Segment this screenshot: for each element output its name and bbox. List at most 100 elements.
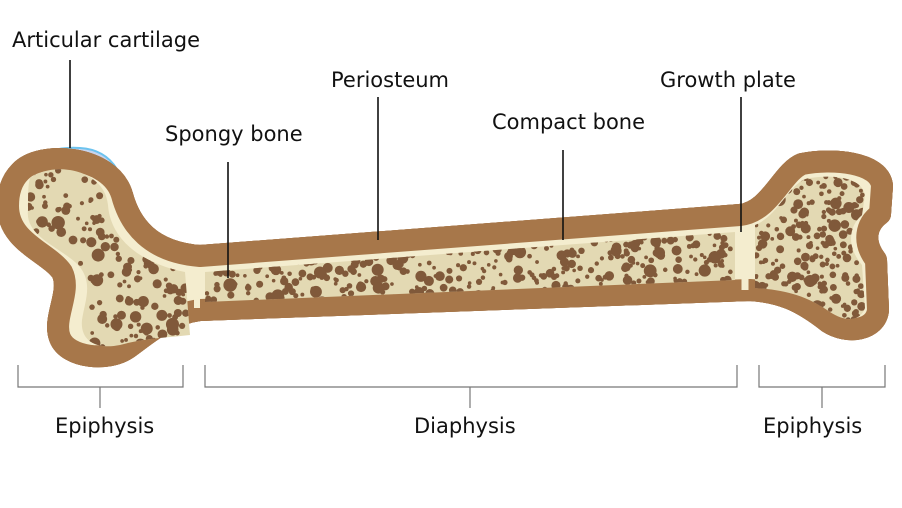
spongy-dot — [446, 267, 453, 274]
spongy-dot — [842, 312, 847, 318]
spongy-dot — [34, 280, 39, 285]
spongy-dot — [856, 288, 860, 293]
spongy-dot — [105, 323, 110, 328]
spongy-dot — [824, 261, 829, 266]
spongy-dot — [84, 221, 89, 226]
spongy-dot — [227, 291, 235, 299]
spongy-dot — [544, 245, 549, 251]
spongy-dot — [599, 256, 605, 261]
spongy-dot — [399, 267, 408, 276]
spongy-dot — [805, 179, 813, 187]
spongy-dot — [770, 312, 778, 320]
spongy-dot — [168, 284, 179, 294]
spongy-dot — [819, 274, 824, 279]
spongy-dot — [238, 232, 243, 235]
spongy-dot — [459, 264, 467, 272]
spongy-dot — [92, 221, 96, 225]
spongy-dot — [828, 219, 841, 232]
spongy-dot — [540, 272, 548, 280]
spongy-dot — [427, 280, 433, 286]
spongy-dot — [820, 285, 828, 294]
spongy-dot — [833, 246, 838, 251]
spongy-dot — [845, 281, 851, 286]
spongy-dot — [310, 286, 316, 292]
spongy-dot — [181, 169, 190, 174]
spongy-dot — [359, 260, 367, 268]
spongy-dot — [607, 250, 613, 256]
spongy-dot — [467, 260, 471, 265]
spongy-dot — [563, 281, 568, 286]
spongy-dot — [147, 169, 154, 173]
spongy-dot — [320, 232, 325, 234]
spongy-dot — [234, 232, 245, 241]
spongy-dot — [80, 237, 87, 244]
spongy-dot — [466, 284, 472, 289]
spongy-dot — [364, 279, 369, 284]
spongy-dot — [774, 309, 780, 314]
spongy-dot — [799, 185, 804, 190]
spongy-dot — [755, 280, 758, 285]
spongy-dot — [620, 254, 625, 259]
spongy-dot — [300, 292, 305, 297]
spongy-dot — [81, 176, 89, 183]
spongy-dot — [666, 236, 675, 245]
spongy-dot — [815, 246, 820, 250]
spongy-dot — [163, 288, 169, 294]
spongy-dot — [215, 269, 223, 276]
spongy-dot — [48, 172, 54, 178]
spongy-dot — [467, 281, 472, 285]
spongy-dot — [158, 206, 165, 213]
spongy-dot — [792, 314, 799, 320]
spongy-dot — [87, 274, 95, 282]
spongy-dot — [39, 318, 44, 323]
spongy-dot — [28, 285, 35, 292]
spongy-dot — [97, 213, 102, 219]
spongy-dot — [140, 298, 145, 303]
spongy-dot — [96, 192, 104, 200]
spongy-dot — [648, 257, 655, 264]
spongy-dot — [839, 191, 845, 197]
spongy-dot — [850, 316, 857, 320]
spongy-dot — [835, 263, 840, 268]
spongy-dot — [826, 189, 832, 194]
spongy-dot — [122, 279, 127, 284]
spongy-dot — [148, 263, 159, 275]
spongy-dot — [513, 265, 523, 275]
label-right-epiphysis: Epiphysis — [763, 414, 863, 438]
spongy-dot — [288, 285, 292, 290]
spongy-dot — [298, 276, 303, 281]
spongy-dot — [636, 278, 642, 284]
spongy-dot — [713, 263, 718, 268]
spongy-dot — [87, 227, 93, 232]
spongy-dot — [635, 261, 640, 266]
spongy-dot — [585, 274, 590, 279]
spongy-dot — [109, 233, 114, 239]
spongy-dot — [133, 181, 138, 186]
spongy-dot — [823, 176, 829, 180]
spongy-dot — [41, 203, 48, 209]
spongy-dot — [527, 253, 532, 259]
spongy-dot — [689, 235, 694, 240]
spongy-dot — [760, 231, 771, 242]
spongy-dot — [841, 250, 847, 256]
spongy-dot — [645, 280, 650, 285]
spongy-dot — [79, 201, 85, 206]
spongy-dot — [698, 264, 711, 277]
spongy-dot — [718, 244, 725, 251]
spongy-dot — [48, 225, 55, 232]
spongy-dot — [781, 281, 787, 287]
spongy-dot — [91, 248, 105, 262]
spongy-dot — [265, 292, 275, 302]
spongy-dot — [804, 275, 817, 288]
spongy-dot — [848, 249, 853, 254]
spongy-dot — [409, 288, 416, 295]
spongy-dot — [334, 277, 339, 283]
spongy-dot — [806, 201, 811, 206]
spongy-dot — [51, 215, 65, 230]
spongy-dot — [245, 290, 251, 296]
spongy-dot — [630, 241, 635, 246]
spongy-dot — [150, 214, 154, 218]
spongy-dot — [405, 269, 410, 274]
spongy-dot — [160, 222, 170, 232]
